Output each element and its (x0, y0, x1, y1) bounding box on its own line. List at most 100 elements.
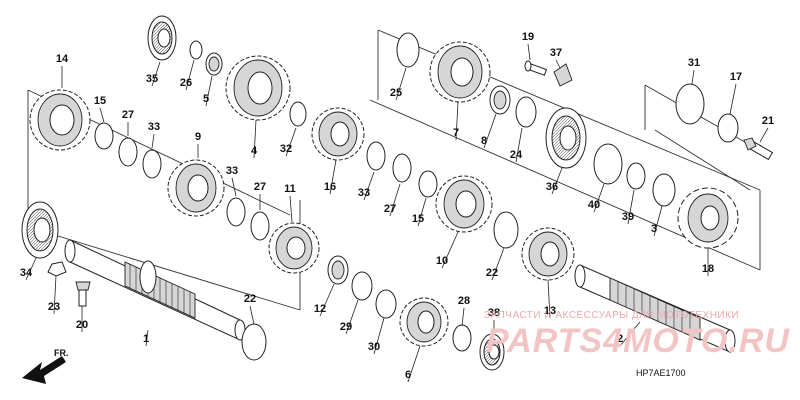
washer-25 (396, 32, 420, 68)
callout-leader-c8 (483, 113, 497, 149)
gear-4 (225, 55, 291, 121)
washer-22-a (493, 211, 519, 249)
callout-c17: 17 (730, 71, 742, 83)
callout-c15b: 15 (412, 213, 424, 225)
washer-30 (375, 289, 397, 319)
callout-leader-c33b (363, 171, 375, 201)
callout-c12: 12 (314, 303, 326, 315)
callout-c11: 11 (284, 183, 296, 195)
callout-c1: 1 (143, 333, 149, 345)
callout-leader-c31 (691, 69, 695, 85)
callout-c2: 2 (617, 333, 623, 345)
bearing-38 (479, 333, 505, 371)
callout-leader-c7 (455, 101, 459, 141)
pin-19 (524, 60, 548, 76)
watermark-line1: ЗАПЧАСТИ И АКСЕССУАРЫ ДЛЯ МОТОТЕХНИКИ (484, 310, 739, 321)
washer-29 (351, 271, 373, 301)
plate-31 (675, 83, 705, 125)
callout-c37: 37 (550, 47, 562, 59)
callout-leader-c13 (547, 279, 551, 319)
callout-c8: 8 (481, 135, 487, 147)
bearing-35 (147, 15, 177, 61)
callout-leader-c15a (99, 107, 105, 123)
callout-c39: 39 (622, 211, 634, 223)
gear-13 (521, 227, 575, 281)
main-shaft-frame (21, 89, 301, 311)
callout-c36: 36 (546, 181, 558, 193)
callout-leader-c2 (619, 321, 641, 347)
callout-leader-c19 (527, 43, 531, 61)
front-label: FR. (54, 348, 69, 358)
callout-c28: 28 (458, 295, 470, 307)
callout-c4: 4 (251, 145, 258, 157)
callout-c40: 40 (588, 199, 600, 211)
callout-c23: 23 (48, 301, 60, 313)
callout-c25: 25 (390, 87, 402, 99)
callout-c6: 6 (405, 369, 411, 381)
callout-c32: 32 (280, 143, 292, 155)
collar-3 (652, 173, 676, 207)
callout-c33a: 33 (148, 121, 160, 133)
callout-leader-c12 (319, 283, 335, 317)
gear-9 (167, 159, 225, 217)
callout-leader-c33a (151, 133, 155, 149)
callout-c13: 13 (544, 305, 556, 317)
bushing-15-b (418, 170, 438, 198)
callout-leader-c15b (417, 197, 427, 227)
callout-leader-c40 (593, 183, 605, 213)
callout-leader-c21 (759, 127, 769, 143)
callout-leader-c24 (515, 127, 523, 163)
callout-c16: 16 (324, 181, 336, 193)
gear-11 (268, 222, 320, 274)
bushing-15-a (94, 122, 114, 150)
callout-c20: 20 (76, 319, 88, 331)
washer-22-b (241, 323, 267, 361)
gear-16 (311, 107, 365, 161)
oring-39 (626, 162, 646, 190)
callout-c19: 19 (522, 31, 534, 43)
sprocket-18 (677, 187, 739, 249)
callout-leader-c39 (627, 189, 635, 225)
callout-c30: 30 (368, 341, 380, 353)
washer-27-c (392, 153, 412, 183)
bushing-5 (205, 52, 223, 76)
callout-leader-c1 (145, 329, 149, 347)
callout-c26: 26 (180, 77, 192, 89)
gear-14 (29, 89, 91, 151)
washer-27-a (118, 137, 138, 167)
diagram-code: HP7AE1700 (636, 368, 686, 378)
callout-c14: 14 (56, 53, 69, 65)
counter-shaft (574, 264, 736, 353)
callout-c38: 38 (488, 307, 500, 319)
callout-leader-c23 (53, 275, 57, 315)
washer-24 (515, 96, 537, 128)
washer-27-b (250, 211, 270, 241)
washer-33-b (226, 197, 246, 227)
callout-c27a: 27 (122, 109, 134, 121)
callout-c18: 18 (702, 263, 714, 275)
washer-26 (189, 40, 203, 60)
callout-leader-c4 (253, 119, 257, 159)
bearing-36 (545, 107, 587, 169)
washer-33-c (366, 141, 386, 171)
callout-leader-c25 (395, 67, 407, 101)
callout-c33c: 33 (226, 165, 238, 177)
callout-c22b: 22 (244, 293, 256, 305)
callout-c27b: 27 (384, 203, 396, 215)
bolt-20 (75, 281, 91, 307)
callout-c15a: 15 (94, 95, 106, 107)
gear-7 (429, 41, 491, 103)
bolt-21 (743, 137, 774, 161)
front-arrow-icon: FR. (22, 348, 69, 384)
callout-leader-c27b (389, 183, 401, 217)
seal-40 (593, 143, 623, 185)
bearing-34 (21, 201, 59, 259)
callout-leader-c5 (205, 75, 213, 107)
callout-leader-c32 (285, 127, 297, 157)
callout-c9: 9 (195, 131, 201, 143)
callout-leader-c26 (185, 59, 195, 91)
callout-leader-c17 (729, 83, 737, 115)
nut-23 (47, 261, 67, 277)
callout-c22a: 22 (486, 267, 498, 279)
